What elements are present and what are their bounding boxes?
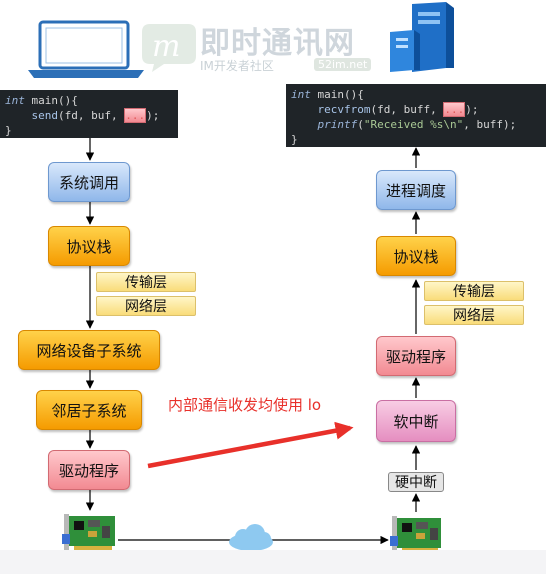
function-send: send	[31, 109, 59, 122]
code-string: "Received %s\n"	[363, 118, 464, 131]
function-printf: printf	[317, 118, 358, 131]
laptop-icon	[24, 20, 148, 84]
watermark-site: 52im.net	[314, 58, 372, 71]
nic-card-icon-left	[62, 512, 118, 560]
code-text: main(){	[310, 88, 364, 101]
send-code-block: int main(){ send(fd, buf, ...); }	[0, 90, 178, 138]
svg-text:m: m	[152, 29, 180, 64]
code-text: (fd, buf,	[58, 109, 125, 122]
net-device-subsystem-box: 网络设备子系统	[18, 330, 160, 370]
syscall-box: 系统调用	[48, 162, 130, 202]
function-recvfrom: recvfrom	[317, 103, 371, 116]
keyword-int: int	[291, 88, 311, 101]
neighbor-subsystem-box: 邻居子系统	[36, 390, 142, 430]
driver-box-right: 驱动程序	[376, 336, 456, 376]
soft-irq-box: 软中断	[376, 400, 456, 442]
code-text: , buff);	[463, 118, 517, 131]
code-ellipsis: ...	[124, 108, 147, 123]
code-text: }	[291, 133, 298, 146]
code-text: );	[465, 103, 479, 116]
code-text: }	[5, 124, 12, 137]
recv-code-block: int main(){ recvfrom(fd, buff, ...); pri…	[286, 84, 546, 147]
network-layer-tag-left: 网络层	[96, 296, 196, 316]
code-text: main(){	[24, 94, 78, 107]
watermark-title: 即时通讯网	[200, 26, 355, 61]
code-text: (	[357, 118, 364, 131]
cloud-icon	[226, 522, 276, 558]
server-icon	[388, 2, 456, 78]
code-text: (fd, buff,	[370, 103, 444, 116]
protocol-stack-box-left: 协议栈	[48, 226, 130, 266]
transport-layer-tag-right: 传输层	[424, 281, 524, 301]
protocol-stack-box-right: 协议栈	[376, 236, 456, 276]
code-text: );	[146, 109, 160, 122]
loopback-arrow	[147, 421, 354, 469]
code-ellipsis: ...	[443, 102, 466, 117]
keyword-int: int	[5, 94, 25, 107]
driver-box-left: 驱动程序	[48, 450, 130, 490]
hard-irq-box: 硬中断	[388, 472, 444, 492]
bottom-bar	[0, 550, 546, 574]
watermark-logo-icon: m	[140, 20, 198, 76]
process-scheduling-box: 进程调度	[376, 170, 456, 210]
transport-layer-tag-left: 传输层	[96, 272, 196, 292]
watermark-subtitle: IM开发者社区	[200, 59, 274, 73]
network-layer-tag-right: 网络层	[424, 305, 524, 325]
loopback-annotation: 内部通信收发均使用 lo	[168, 396, 322, 414]
